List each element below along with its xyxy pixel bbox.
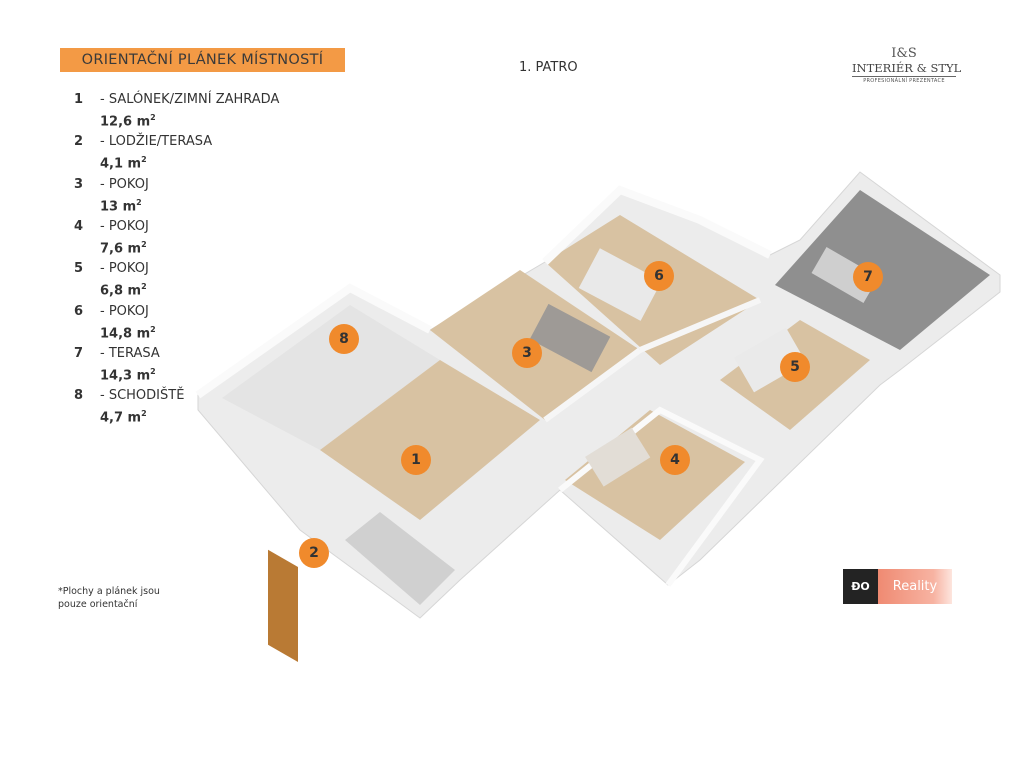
legend-number: 2	[74, 134, 84, 150]
disclaimer-note: *Plochy a plánek jsou pouze orientační	[58, 585, 168, 611]
legend-area: 12,6 m2	[74, 109, 279, 131]
room-marker-5: 5	[780, 352, 810, 382]
legend-room-name: - TERASA	[100, 345, 160, 361]
note-line: *Plochy a plánek jsou	[58, 586, 160, 597]
room-2-balcony	[345, 512, 455, 605]
legend-room-name: - POKOJ	[100, 303, 149, 319]
wall	[543, 347, 642, 423]
sofa	[529, 303, 611, 373]
walls	[195, 283, 432, 399]
room-7-terrace	[775, 190, 990, 350]
area-unit-sup: 2	[150, 113, 156, 122]
area-value: 6,8 m	[100, 283, 142, 299]
legend-item: 4 - POKOJ 7,6 m2	[74, 218, 279, 258]
legend-room-name: - POKOJ	[100, 218, 149, 234]
room-marker-1: 1	[401, 445, 431, 475]
room-8-floor	[222, 305, 440, 450]
door	[268, 549, 298, 663]
area-unit-sup: 2	[150, 366, 156, 376]
area-unit-sup: 2	[141, 155, 147, 165]
room-marker-4: 4	[660, 445, 690, 475]
logo-name: INTERIÉR & STYL	[852, 61, 962, 77]
legend-area: 14,3 m2	[74, 363, 279, 385]
legend-room-name: - SCHODIŠTĚ	[100, 388, 185, 404]
legend-number: 5	[74, 261, 84, 277]
area-value: 14,3 m	[100, 368, 151, 384]
legend-number: 6	[74, 303, 84, 319]
area-value: 4,7 m	[100, 410, 142, 426]
legend-area: 7,6 m2	[74, 236, 279, 258]
walls	[542, 185, 772, 265]
room-marker-2: 2	[299, 538, 329, 568]
legend-room-name: - POKOJ	[100, 261, 149, 277]
area-value: 13 m	[100, 198, 137, 214]
area-unit-sup: 2	[136, 197, 142, 207]
page-title: ORIENTAČNÍ PLÁNEK MÍSTNOSTÍ	[81, 52, 324, 68]
room-marker-7: 7	[853, 262, 883, 292]
area-value: 4,1 m	[100, 156, 142, 172]
reality-mark: ĐO	[843, 569, 878, 604]
legend-room-name: - SALÓNEK/ZIMNÍ ZAHRADA	[100, 92, 280, 107]
reality-logo: ĐO Reality	[843, 569, 952, 604]
area-unit-sup: 2	[141, 282, 147, 292]
legend-number: 7	[74, 345, 84, 361]
logo-tagline: PROFESIONÁLNÍ PREZENTACE	[863, 78, 945, 84]
legend-number: 3	[74, 176, 84, 192]
legend-room-name: - LODŽIE/TERASA	[100, 134, 213, 150]
bed	[578, 248, 662, 321]
sofa	[585, 427, 651, 487]
legend-item: 3 - POKOJ 13 m2	[74, 176, 279, 216]
legend-area: 4,1 m2	[74, 151, 279, 173]
area-value: 12,6 m	[100, 114, 151, 130]
legend-area: 13 m2	[74, 194, 279, 216]
room-marker-3: 3	[512, 338, 542, 368]
note-line: pouze orientační	[58, 599, 138, 610]
legend-number: 4	[74, 218, 84, 234]
logo-monogram: I&S	[891, 46, 917, 61]
room-marker-6: 6	[644, 261, 674, 291]
legend-area: 6,8 m2	[74, 278, 279, 300]
legend-item: 7 - TERASA 14,3 m2	[74, 345, 279, 385]
area-value: 14,8 m	[100, 325, 151, 341]
interier-styl-logo: I&S INTERIÉR & STYL PROFESIONÁLNÍ PREZEN…	[852, 46, 962, 84]
legend-area: 14,8 m2	[74, 321, 279, 343]
legend-room-name: - POKOJ	[100, 176, 149, 192]
room-4-floor	[565, 410, 745, 540]
area-unit-sup: 2	[141, 239, 147, 249]
reality-text: Reality	[878, 569, 952, 604]
area-unit-sup: 2	[150, 324, 156, 334]
legend-number: 8	[74, 388, 84, 404]
room-1-floor	[320, 360, 540, 520]
legend-item: 6 - POKOJ 14,8 m2	[74, 303, 279, 343]
title-banner: ORIENTAČNÍ PLÁNEK MÍSTNOSTÍ	[60, 48, 345, 72]
legend-item: 1 - SALÓNEK/ZIMNÍ ZAHRADA 12,6 m2	[74, 91, 279, 131]
floor-label: 1. PATRO	[519, 60, 578, 75]
legend-number: 1	[74, 92, 84, 107]
bed	[734, 327, 806, 393]
area-unit-sup: 2	[141, 409, 147, 419]
legend-area: 4,7 m2	[74, 405, 279, 427]
room-marker-8: 8	[329, 324, 359, 354]
area-value: 7,6 m	[100, 241, 142, 257]
wall	[638, 297, 762, 353]
